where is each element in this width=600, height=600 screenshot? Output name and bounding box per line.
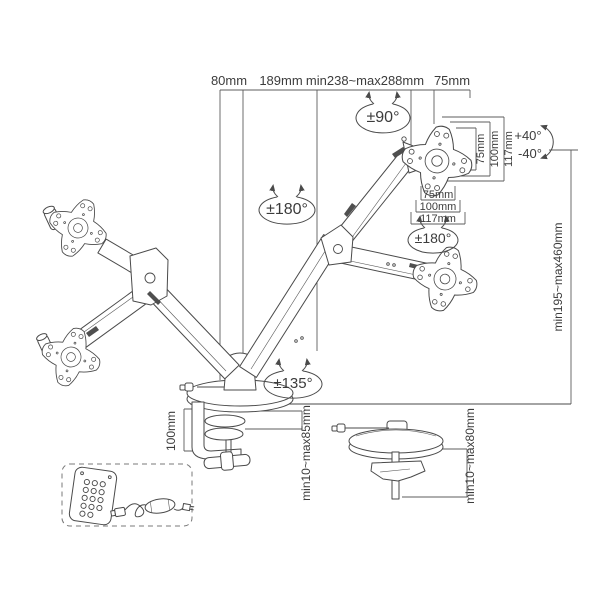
angle-swivel-base-label: ±135° (273, 375, 312, 392)
cable-cover-plate (68, 466, 118, 526)
dim-75mm-top-label: 75mm (434, 73, 470, 88)
angle-swivel-top-label: ±90° (367, 109, 400, 126)
vesa-horizontal-100-label: 100mm (420, 201, 457, 213)
clamp-bracket (191, 401, 242, 460)
angle-rotate-right-label: ±180° (415, 230, 452, 246)
angle-annotations (258, 91, 554, 399)
dim-189mm-label: 189mm (259, 73, 302, 88)
right-lower-arm (239, 234, 341, 378)
grommet-base (331, 420, 444, 500)
angle-rotate-left-label: ±180° (266, 201, 308, 218)
clamp-thumbscrew (203, 451, 251, 471)
labels: 80mm 189mm min238~max288mm 75mm ±90° ±18… (164, 73, 565, 504)
power-adapter (144, 498, 176, 514)
grommet-wing-nut (370, 460, 426, 482)
angle-tilt-up-label: +40° (514, 128, 541, 143)
vesa-horizontal-75-label: 75mm (423, 189, 454, 201)
dim-arm-reach-label: min238~max288mm (306, 73, 424, 88)
arm-assembly (36, 136, 428, 380)
vesa-vertical-75-label: 75mm (475, 134, 487, 165)
base-height-label: 100mm (164, 411, 178, 451)
vesa-vertical-117-label: 117mm (503, 131, 515, 167)
grommet-range-label: min10~max80mm (463, 408, 477, 504)
accessory-box (61, 463, 195, 527)
angle-tilt-down-label: -40° (518, 146, 542, 161)
accessory-box-outline (61, 463, 193, 527)
left-elbow-joint (129, 247, 169, 306)
desk-clamp-base (179, 352, 294, 471)
vesa-horizontal-117-label: 117mm (420, 213, 456, 225)
base-side-screw-knob (184, 382, 194, 392)
dim-80mm-label: 80mm (211, 73, 247, 88)
clamp-range-label: min10~max85mm (299, 405, 313, 501)
vesa-vertical-100-label: 100mm (489, 131, 501, 168)
height-range-label: min195~max460mm (551, 222, 565, 331)
power-cable (110, 498, 195, 518)
